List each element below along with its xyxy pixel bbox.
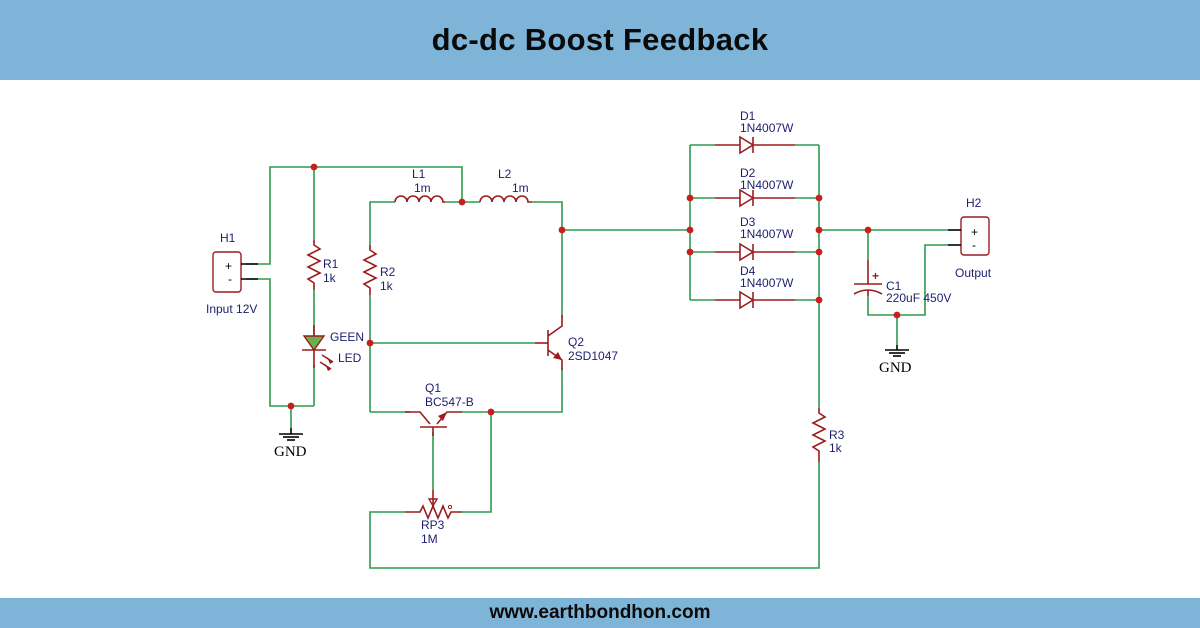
q1-value-label: BC547-B (425, 395, 474, 409)
resistor-r1: R1 1k (306, 240, 339, 290)
junction-dot (366, 339, 374, 347)
wire-feedback-loop (369, 462, 820, 569)
h2-output-label: Output (955, 266, 992, 280)
q2-value-label: 2SD1047 (568, 349, 618, 363)
wire-output-negative (867, 244, 948, 316)
junction-dot (686, 194, 694, 202)
rp3-value-label: 1M (421, 532, 438, 546)
gnd2-label: GND (879, 360, 912, 376)
potentiometer-rp3: RP3 1M (405, 490, 462, 546)
l2-value-label: 1m (512, 181, 529, 195)
q1-ref-label: Q1 (425, 381, 441, 395)
c1-ref-label: C1 (886, 279, 902, 293)
wires (246, 144, 948, 569)
resistor-r3: R3 1k (811, 408, 845, 462)
c1-value-label: 220uF 450V (886, 291, 951, 305)
d1-value-label: 1N4007W (740, 121, 794, 135)
junction-dot (458, 198, 466, 206)
junction-dot (815, 226, 823, 234)
junctions (287, 163, 901, 416)
wire-input-positive (246, 166, 463, 265)
transistor-q2: Q2 2SD1047 (535, 315, 618, 370)
l2-ref-label: L2 (498, 167, 512, 181)
wire-rp3-right (462, 412, 492, 513)
d4-value-label: 1N4007W (740, 276, 794, 290)
led: GEEN LED (302, 325, 364, 371)
r3-ref-label: R3 (829, 428, 845, 442)
website-link[interactable]: www.earthbondhon.com (489, 602, 711, 623)
transistor-q1: Q1 BC547-B (405, 381, 474, 436)
r2-ref-label: R2 (380, 265, 396, 279)
ground-symbol-1: GND (274, 428, 307, 460)
header-banner: dc-dc Boost Feedback (0, 0, 1200, 80)
d2-value-label: 1N4007W (740, 178, 794, 192)
junction-dot (558, 226, 566, 234)
diode-d2: D2 1N4007W (715, 166, 795, 208)
gnd1-label: GND (274, 444, 307, 460)
h2-ref-label: H2 (966, 196, 982, 210)
wire-l2-out (532, 201, 563, 230)
r2-value-label: 1k (380, 279, 394, 293)
junction-dot (864, 226, 872, 234)
ground-symbol-2: GND (879, 345, 912, 376)
d2-ref-label: D2 (740, 166, 756, 180)
h1-input-label: Input 12V (206, 302, 257, 316)
diode-d3: D3 1N4007W (715, 215, 795, 262)
led-value-label: LED (338, 351, 362, 365)
d3-value-label: 1N4007W (740, 227, 794, 241)
r3-value-label: 1k (829, 441, 843, 455)
junction-dot (686, 226, 694, 234)
connector-h1: H1 + - Input 12V (206, 231, 258, 316)
junction-dot (310, 163, 318, 171)
connector-h2: H2 + - Output (948, 196, 992, 280)
junction-dot (686, 248, 694, 256)
page-title: dc-dc Boost Feedback (431, 22, 769, 57)
wire-r2-top (369, 201, 395, 245)
c1-polarity-label: + (872, 269, 879, 283)
junction-dot (287, 402, 295, 410)
h1-ref-label: H1 (220, 231, 236, 245)
d3-ref-label: D3 (740, 215, 756, 229)
d1-ref-label: D1 (740, 109, 756, 123)
l1-ref-label: L1 (412, 167, 426, 181)
rp3-ref-label: RP3 (421, 518, 445, 532)
junction-dot (893, 311, 901, 319)
wire-input-negative (246, 278, 314, 407)
led-ref-label: GEEN (330, 330, 364, 344)
junction-dot (815, 296, 823, 304)
diode-d4: D4 1N4007W (715, 264, 795, 310)
h2-minus-label: - (972, 238, 976, 252)
junction-dot (815, 248, 823, 256)
inductor-l2: L2 1m (479, 167, 532, 203)
d4-ref-label: D4 (740, 264, 756, 278)
r1-value-label: 1k (323, 271, 337, 285)
r1-ref-label: R1 (323, 257, 339, 271)
l1-value-label: 1m (414, 181, 431, 195)
inductor-l1: L1 1m (394, 167, 445, 203)
resistor-r2: R2 1k (362, 245, 396, 295)
capacitor-c1: + C1 220uF 450V (853, 260, 951, 305)
h2-plus-label: + (971, 225, 978, 239)
footer-banner: www.earthbondhon.com (0, 598, 1200, 628)
diode-d1: D1 1N4007W (715, 109, 795, 155)
junction-dot (487, 408, 495, 416)
wire-q2-emitter (462, 368, 563, 413)
q2-ref-label: Q2 (568, 335, 584, 349)
h1-plus-label: + (225, 259, 232, 273)
junction-dot (815, 194, 823, 202)
h1-minus-label: - (228, 272, 232, 286)
